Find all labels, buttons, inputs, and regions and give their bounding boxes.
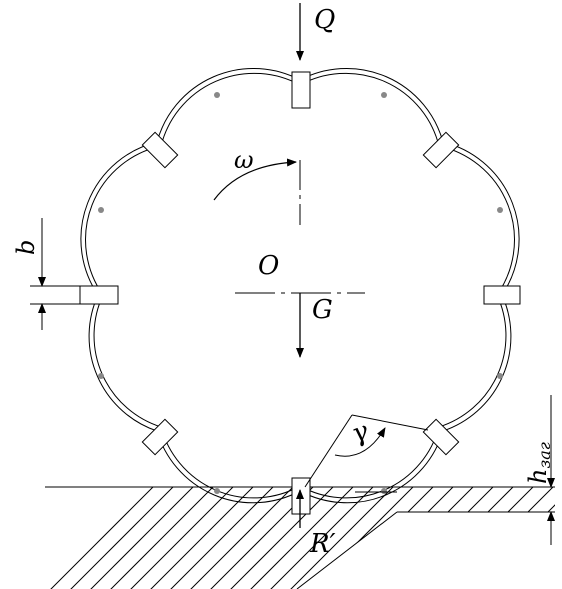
hinge-dots — [98, 92, 503, 494]
hinge-dot — [381, 92, 387, 98]
hinge-dot — [214, 92, 220, 98]
grouser-top — [291, 71, 311, 109]
grouser-bottom-left — [141, 418, 179, 456]
label-height-subscript: заг — [535, 442, 554, 468]
grouser-top-right — [422, 131, 460, 169]
hinge-dot — [497, 373, 503, 379]
svg-text:hзаг: hзаг — [524, 442, 554, 484]
label-height: hзаг — [524, 442, 554, 484]
label-gravity: G — [312, 295, 333, 325]
grouser-right — [483, 285, 521, 305]
label-height-main: h — [524, 469, 552, 484]
label-width: b — [12, 240, 40, 255]
label-center: O — [258, 251, 279, 281]
hinge-dot — [98, 207, 104, 213]
label-reaction: R′ — [309, 529, 336, 559]
grouser-top-left — [141, 131, 179, 169]
hinge-dot — [214, 488, 220, 494]
label-gamma: γ — [347, 416, 372, 450]
angular-velocity-arrow — [213, 158, 297, 201]
hinge-dot — [381, 488, 387, 494]
grouser-left — [79, 285, 119, 305]
hinge-dot — [497, 207, 503, 213]
width-dimension — [30, 218, 82, 330]
label-angular-velocity: ω — [234, 146, 254, 174]
grousers — [79, 71, 521, 515]
gamma-construction — [304, 414, 429, 493]
grouser-bottom-right — [422, 418, 460, 456]
label-load: Q — [314, 5, 335, 35]
hinge-dot — [98, 373, 104, 379]
center-lines — [235, 160, 365, 294]
